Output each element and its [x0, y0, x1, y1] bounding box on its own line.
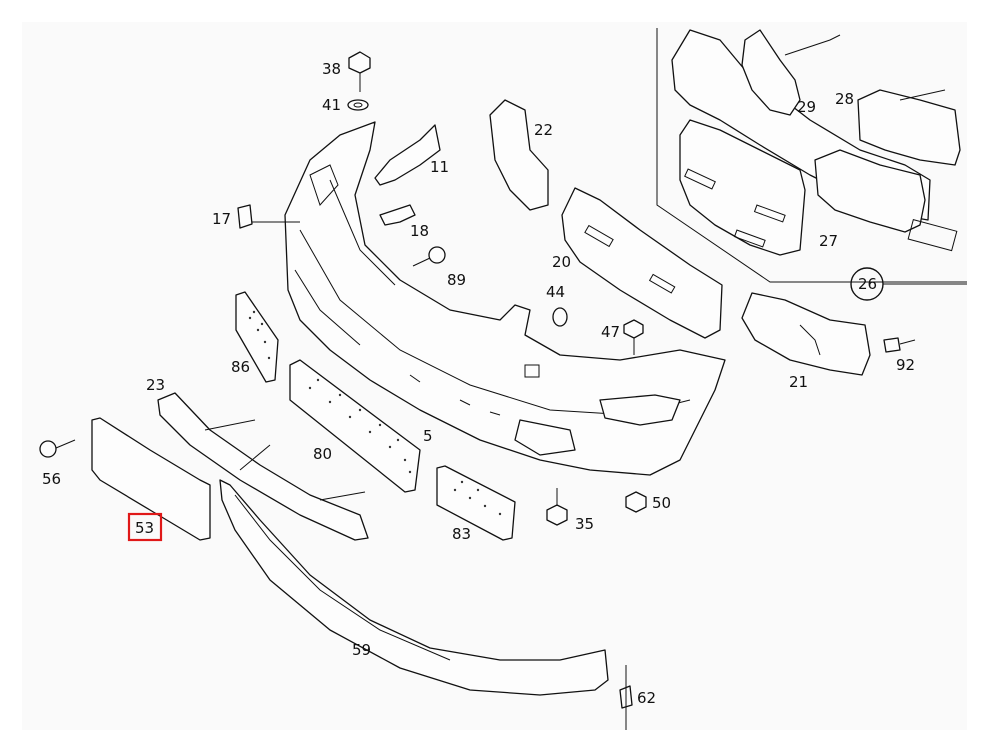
callout-5: 5: [423, 427, 433, 445]
callout-38: 38: [322, 60, 341, 78]
callout-21: 21: [789, 373, 808, 391]
spoiler-lip: [219, 479, 609, 696]
wheel-arch-liner: [489, 99, 549, 211]
fog-lamp-housing: [741, 292, 871, 376]
callout-62: 62: [637, 689, 656, 707]
callout-27: 27: [819, 232, 838, 250]
callout-47: 47: [601, 323, 620, 341]
callout-29: 29: [797, 98, 816, 116]
bracket: [374, 124, 441, 186]
callout-23: 23: [146, 376, 165, 394]
callout-56: 56: [42, 470, 61, 488]
license-plate-base: [91, 417, 211, 541]
callout-35: 35: [575, 515, 594, 533]
grille-insert: [561, 187, 723, 339]
inset-frame: [656, 28, 967, 283]
callout-44: 44: [546, 283, 565, 301]
callout-80: 80: [313, 445, 332, 463]
bumper-cover: [284, 121, 726, 476]
callout-labels: 38 41 11 22 17 18 89 20 44 47 29 28 27 26 92 21 86 23 5 80 5…: [42, 60, 915, 707]
callout-92: 92: [896, 356, 915, 374]
inset-parts: [671, 29, 961, 256]
reinforcement-strip: [157, 392, 369, 541]
callout-53: 53: [135, 519, 154, 537]
highlight-box-53: [127, 512, 163, 542]
callout-28: 28: [835, 90, 854, 108]
callout-41: 41: [322, 96, 341, 114]
tow-hook-cover: [237, 204, 300, 229]
callout-50: 50: [652, 494, 671, 512]
foam-pads: [235, 291, 516, 541]
fasteners: [39, 51, 916, 730]
callout-18: 18: [410, 222, 429, 240]
callout-11: 11: [430, 158, 449, 176]
callout-59: 59: [352, 641, 371, 659]
callout-89: 89: [447, 271, 466, 289]
callout-26: 26: [858, 275, 877, 293]
callout-83: 83: [452, 525, 471, 543]
callout-20: 20: [552, 253, 571, 271]
callout-22: 22: [534, 121, 553, 139]
callout-86: 86: [231, 358, 250, 376]
callout-17: 17: [212, 210, 231, 228]
